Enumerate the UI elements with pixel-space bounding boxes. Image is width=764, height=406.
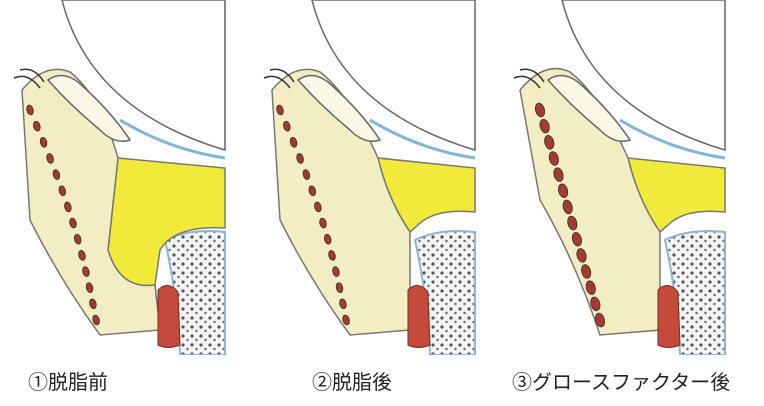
dermal-cell: [89, 298, 97, 310]
eyelashes: [263, 68, 295, 89]
dermal-cell: [342, 314, 350, 326]
dermal-cell: [69, 217, 77, 229]
dermal-cell: [585, 280, 596, 295]
dermal-cell: [314, 201, 322, 213]
eyeball: [561, 0, 726, 152]
dermal-cell: [332, 266, 340, 277]
eye-conjunctiva: [369, 118, 476, 160]
lower-eyelid-tissue: [271, 68, 411, 336]
dermal-cell: [85, 282, 94, 293]
dermal-cell: [92, 314, 100, 326]
dermal-cell: [576, 248, 587, 263]
tarsal-plate: [546, 74, 632, 142]
dermal-cell: [567, 215, 578, 231]
caption-1: ①脱脂前: [28, 370, 108, 394]
dermal-cell: [52, 169, 61, 180]
eye-conjunctiva: [619, 118, 726, 160]
dermal-cell: [335, 282, 344, 293]
dermal-cell: [26, 104, 34, 116]
dermal-cell: [33, 120, 41, 132]
tarsal-plate: [296, 74, 382, 142]
muscle: [407, 285, 431, 348]
dermal-cell: [581, 264, 592, 279]
dermal-cell: [548, 151, 559, 166]
orbital-bone: [163, 230, 226, 355]
dermal-cell: [78, 250, 86, 261]
panel-after-growth-factor: [513, 0, 726, 355]
panel-after-fat-removal: [263, 0, 476, 355]
tarsal-plate: [46, 74, 132, 142]
dermal-cell: [323, 233, 332, 245]
orbital-bone: [413, 230, 476, 355]
dermal-cell: [590, 296, 601, 312]
dermal-cell: [562, 199, 573, 215]
dermal-cell: [82, 266, 90, 277]
dermal-cell: [58, 185, 67, 197]
lower-eyelid-tissue: [519, 67, 661, 336]
dermal-cell: [319, 217, 327, 229]
eyelashes: [13, 68, 45, 89]
eyelashes: [513, 68, 545, 89]
dermal-cell: [557, 183, 569, 199]
dermal-cell: [289, 137, 298, 148]
illustration: [13, 0, 726, 355]
dermal-cell: [534, 102, 546, 118]
eye-conjunctiva: [119, 118, 226, 160]
eyeball: [311, 0, 476, 152]
panel-before-fat-removal: [13, 0, 226, 355]
dermal-cell: [302, 169, 311, 180]
eyeball: [61, 0, 226, 152]
muscle: [157, 285, 181, 348]
dermal-cell: [46, 153, 54, 164]
lower-eyelid-tissue: [21, 68, 161, 336]
dermal-cell: [328, 250, 336, 261]
dermal-cell: [594, 312, 606, 328]
dermal-cell: [283, 120, 291, 132]
dermal-cell: [308, 185, 317, 197]
dermal-cell: [544, 135, 555, 150]
dermal-cell: [553, 167, 564, 182]
dermal-cell: [339, 298, 347, 310]
dermal-cell: [64, 201, 72, 213]
caption-2: ②脱脂後: [312, 370, 392, 394]
caption-3: ③グロースファクター後: [512, 370, 731, 394]
dermal-cell: [539, 118, 550, 134]
orbital-bone: [663, 230, 726, 355]
dermal-cell: [571, 231, 583, 247]
dermal-cell: [73, 233, 82, 245]
muscle: [657, 285, 681, 348]
dermal-cell: [296, 153, 304, 164]
dermal-cell: [276, 104, 284, 116]
dermal-cell: [39, 137, 48, 148]
